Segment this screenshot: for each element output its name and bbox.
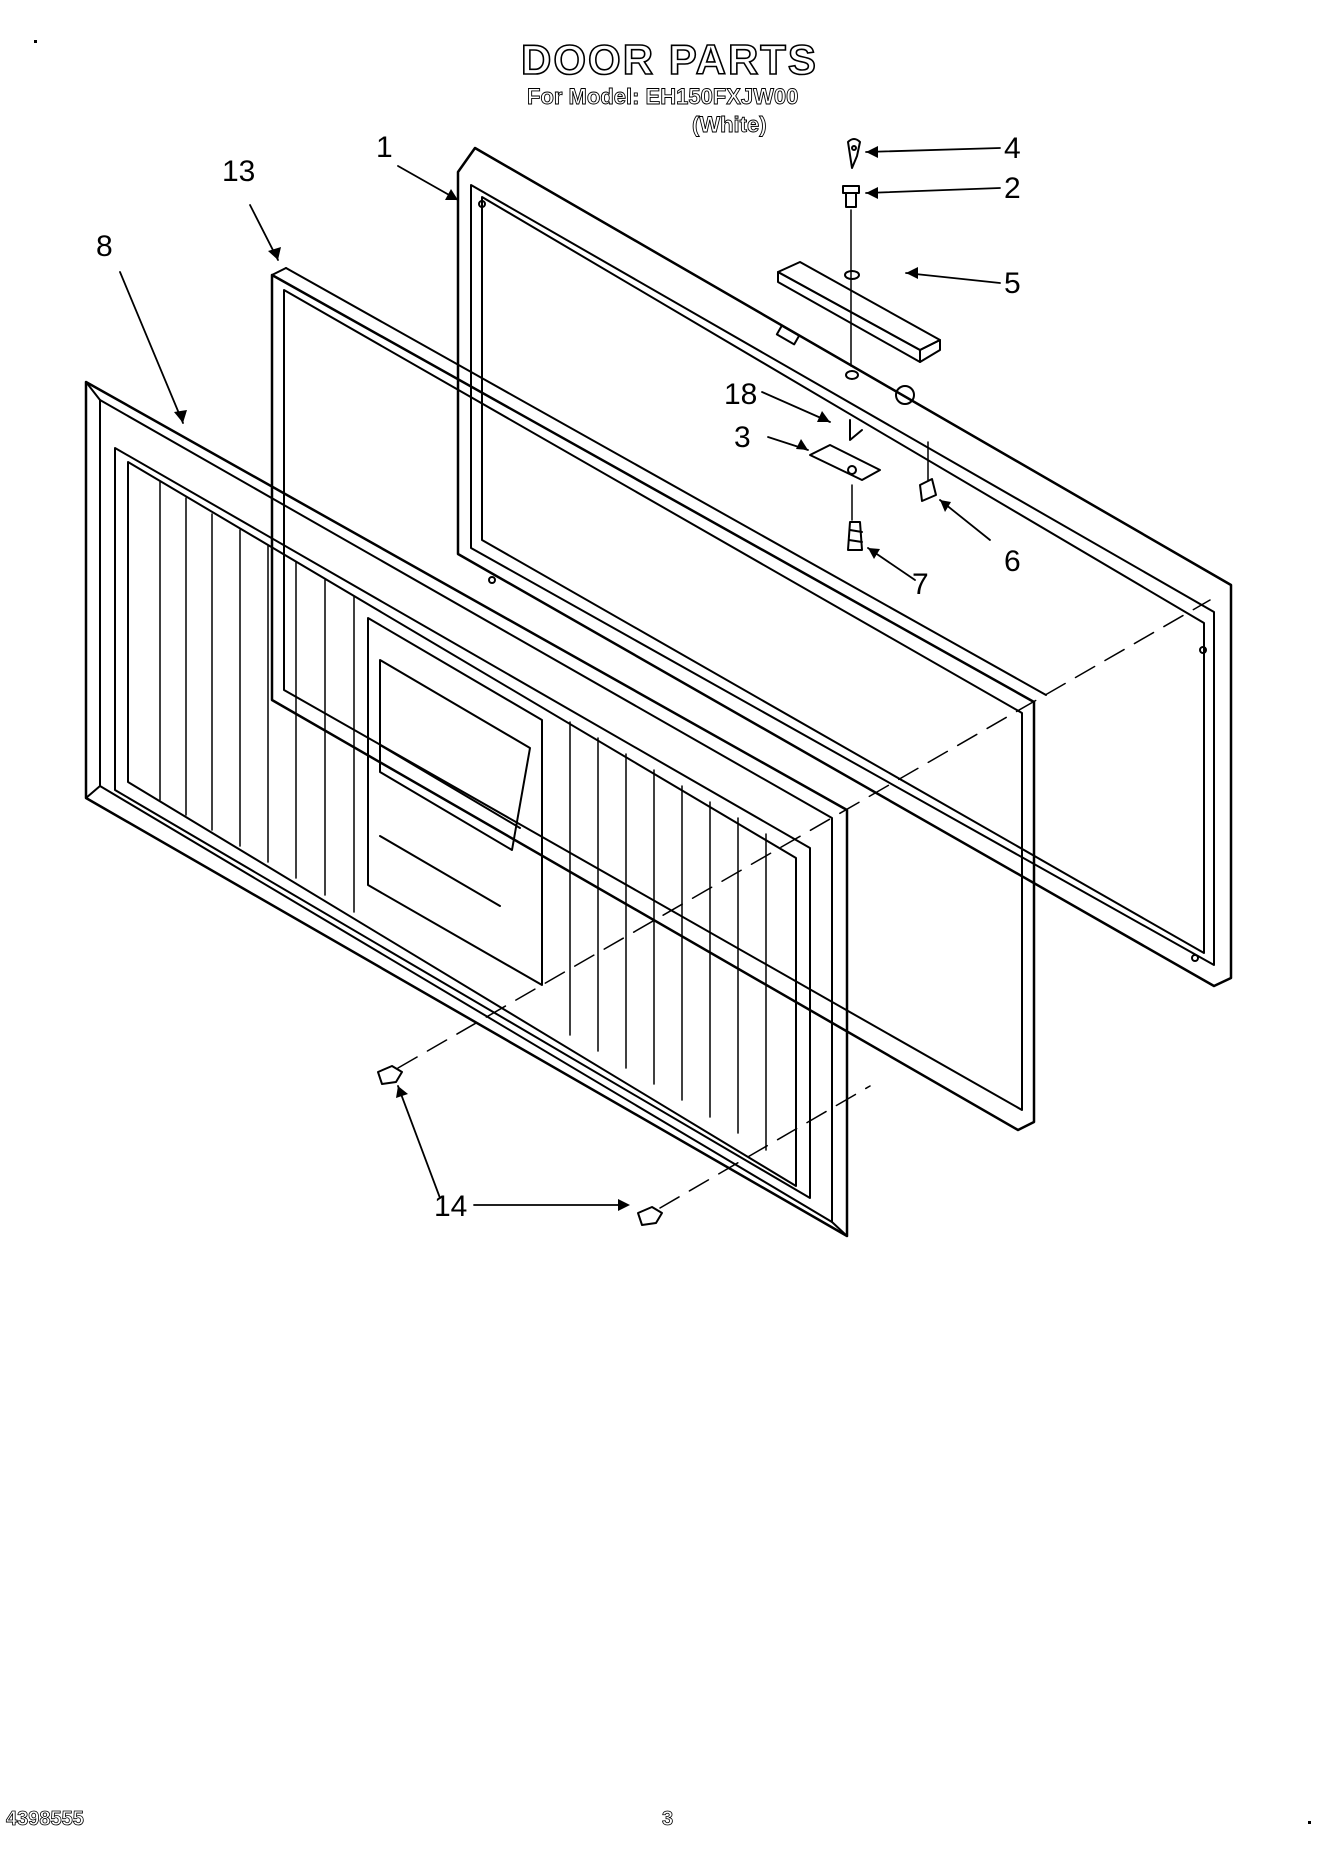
callout-2: 2 [1004, 172, 1021, 205]
page-title: DOOR PARTS [520, 35, 818, 84]
model-line: For Model: EH150FXJW00 [527, 84, 799, 110]
callout-arrowheads [174, 146, 951, 1211]
callout-leaders [119, 147, 1001, 1206]
part-1-door-frame [456, 146, 1233, 988]
model-variant: (White) [692, 112, 767, 138]
hinge-hardware [777, 138, 941, 551]
callout-1: 1 [376, 131, 393, 164]
callout-6: 6 [1004, 545, 1021, 578]
callout-8: 8 [96, 230, 113, 263]
page-number: 3 [662, 1808, 674, 1831]
part-13-gasket [270, 267, 1047, 1132]
corner-mark-top-left [34, 40, 37, 43]
callout-5: 5 [1004, 267, 1021, 300]
part-14-push-pins [377, 1065, 663, 1226]
document-number: 4398555 [6, 1808, 85, 1831]
corner-mark-bottom-right [1308, 1821, 1311, 1824]
assembly-alignment-lines [397, 599, 1211, 1209]
part-8-door-liner [84, 380, 849, 1238]
callout-3: 3 [734, 421, 751, 454]
callout-labels: 1 2 3 4 5 6 7 8 13 14 18 [96, 131, 1021, 1223]
callout-13: 13 [222, 155, 255, 188]
callout-18: 18 [724, 378, 757, 411]
callout-7: 7 [912, 568, 929, 601]
callout-4: 4 [1004, 132, 1021, 165]
callout-14: 14 [434, 1190, 467, 1223]
